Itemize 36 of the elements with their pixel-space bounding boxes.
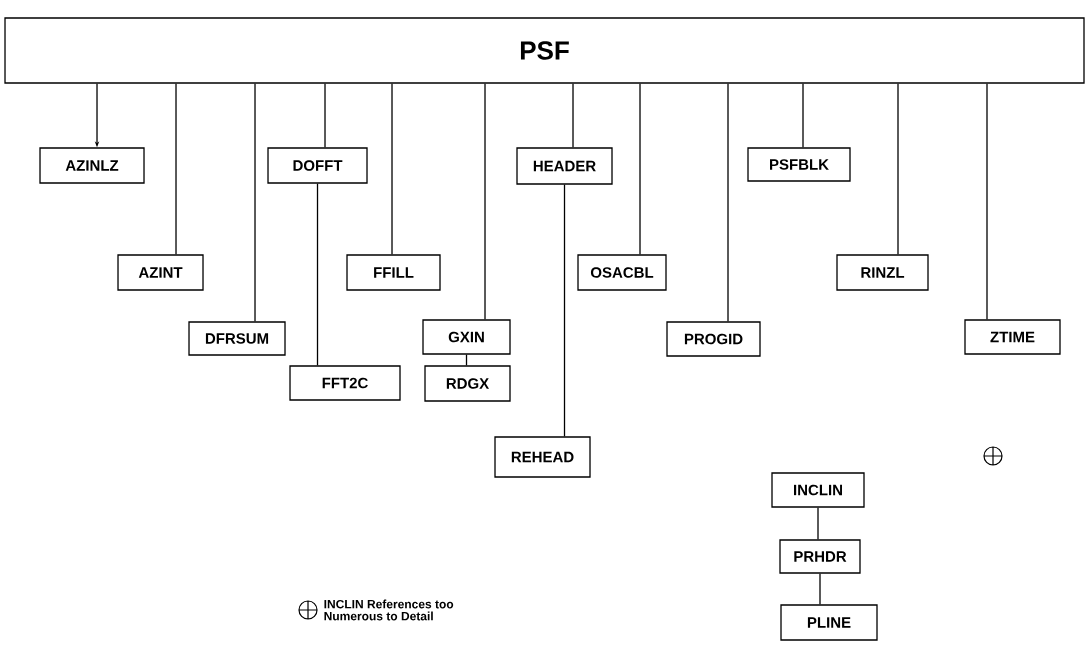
connector-line	[391, 83, 393, 255]
connector-line	[802, 83, 804, 148]
connector-line	[727, 83, 729, 322]
module-box: ZTIME	[964, 319, 1061, 355]
module-box: REHEAD	[494, 436, 591, 478]
module-box: GXIN	[422, 319, 511, 355]
legend-text: INCLIN References too Numerous to Detail	[324, 599, 454, 621]
connector-line	[484, 83, 486, 320]
connector-line	[465, 354, 468, 366]
module-box: AZINT	[117, 254, 204, 291]
module-box: PROGID	[666, 321, 761, 357]
module-box: RDGX	[424, 365, 511, 402]
connector-line	[639, 83, 641, 255]
module-box: FFT2C	[289, 365, 401, 401]
module-box: FFILL	[346, 254, 441, 291]
module-box: OSACBL	[577, 254, 667, 291]
connector-line	[897, 83, 899, 255]
module-box: PLINE	[780, 604, 878, 641]
connector-line	[563, 184, 566, 437]
connector-line	[175, 83, 177, 255]
module-box: INCLIN	[771, 472, 865, 508]
module-bar: PSF	[4, 17, 1085, 84]
module-box: RINZL	[836, 254, 929, 291]
connector-line	[254, 83, 256, 322]
module-box: DFRSUM	[188, 321, 286, 356]
connector-line	[316, 183, 319, 366]
connector-line	[572, 83, 574, 148]
module-box: PRHDR	[779, 539, 861, 574]
module-box: AZINLZ	[39, 147, 145, 184]
module-box: HEADER	[516, 147, 613, 185]
connector-line	[324, 83, 326, 148]
module-box: DOFFT	[267, 147, 368, 184]
connector-line	[986, 83, 988, 320]
connector-line	[819, 573, 821, 605]
connector-line	[817, 507, 819, 540]
module-box: PSFBLK	[747, 147, 851, 182]
